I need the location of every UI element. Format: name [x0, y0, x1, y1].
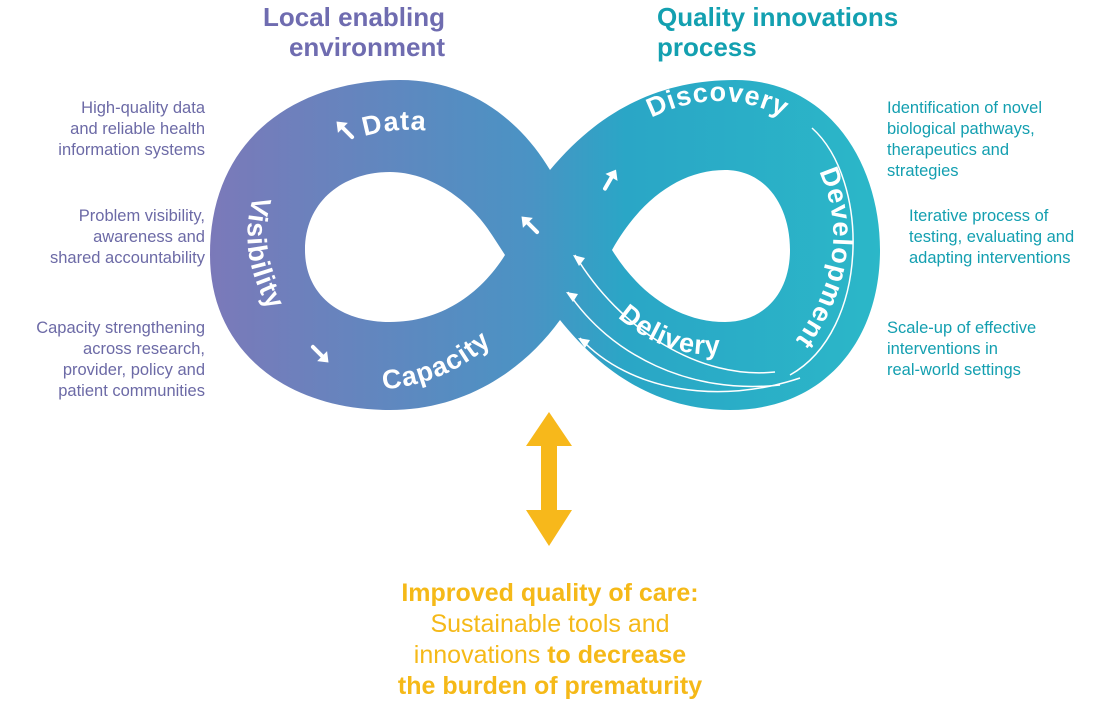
outcome-line-3: innovations to decrease [250, 640, 850, 671]
note-discovery-line-4: strategies [887, 162, 959, 180]
note-delivery: Scale-up of effective interventions in r… [887, 318, 1036, 381]
note-capacity-line-2: across research, [83, 340, 205, 358]
note-development-line-2: testing, evaluating and [909, 228, 1075, 246]
arrow-up-left-icon [336, 121, 355, 140]
quality-innovations-process-heading: Quality innovations process [657, 2, 977, 62]
note-development: Iterative process of testing, evaluating… [909, 206, 1074, 269]
outcome-line-3-bold: to decrease [547, 641, 687, 669]
delivery-guide-line-2 [567, 291, 781, 388]
guide-arrowhead-2 [566, 292, 578, 302]
delivery-guide-line-3 [579, 337, 801, 393]
outcome-statement: Improved quality of care: Sustainable to… [250, 578, 850, 702]
guide-arrowhead-1 [573, 255, 585, 266]
note-capacity-line-4: patient communities [58, 382, 205, 400]
note-data-line-2: and reliable health [70, 120, 205, 138]
outcome-line-4: the burden of prematurity [397, 672, 703, 700]
note-delivery-line-2: interventions in [887, 340, 998, 358]
note-data-line-1: High-quality data [81, 99, 205, 117]
note-capacity-line-1: Capacity strengthening [36, 319, 205, 337]
heading-left-line-1: Local enabling [262, 2, 445, 32]
note-visibility-line-3: shared accountability [49, 249, 205, 267]
double-headed-vertical-arrow-icon [526, 412, 572, 546]
infinity-band [210, 80, 880, 410]
note-discovery-line-1: Identification of novel [887, 99, 1043, 117]
note-development-line-3: adapting interventions [909, 249, 1071, 267]
data-label: Data [359, 106, 428, 142]
note-data: High-quality data and reliable health in… [58, 98, 205, 161]
delivery-guide-line [574, 254, 776, 374]
note-development-line-1: Iterative process of [909, 207, 1049, 225]
arrow-up-left-center-icon [521, 216, 540, 235]
note-capacity-line-3: provider, policy and [62, 361, 205, 379]
outcome-line-3-normal: innovations [413, 641, 548, 669]
note-discovery-line-3: therapeutics and [887, 141, 1010, 159]
development-guide-line [789, 127, 854, 376]
heading-right-line-1: Quality innovations [657, 2, 899, 32]
note-discovery: Identification of novel biological pathw… [887, 98, 1042, 182]
note-visibility-line-2: awareness and [93, 228, 205, 246]
heading-left-line-2: environment [288, 32, 445, 62]
outcome-line-2: Sustainable tools and [430, 610, 670, 638]
outcome-line-1: Improved quality of care: [401, 579, 699, 607]
arrow-up-right-icon [603, 169, 618, 191]
note-data-line-3: information systems [58, 141, 205, 159]
note-delivery-line-3: real-world settings [887, 361, 1021, 379]
note-delivery-line-1: Scale-up of effective [887, 319, 1037, 337]
arrow-down-right-icon [310, 344, 329, 363]
note-visibility-line-1: Problem visibility, [78, 207, 205, 225]
heading-right-line-2: process [657, 32, 757, 62]
note-capacity: Capacity strengthening across research, … [36, 318, 205, 402]
note-discovery-line-2: biological pathways, [887, 120, 1035, 138]
note-visibility: Problem visibility, awareness and shared… [50, 206, 205, 269]
local-enabling-environment-heading: Local enabling environment [145, 2, 445, 62]
guide-arrowhead-3 [578, 338, 590, 348]
